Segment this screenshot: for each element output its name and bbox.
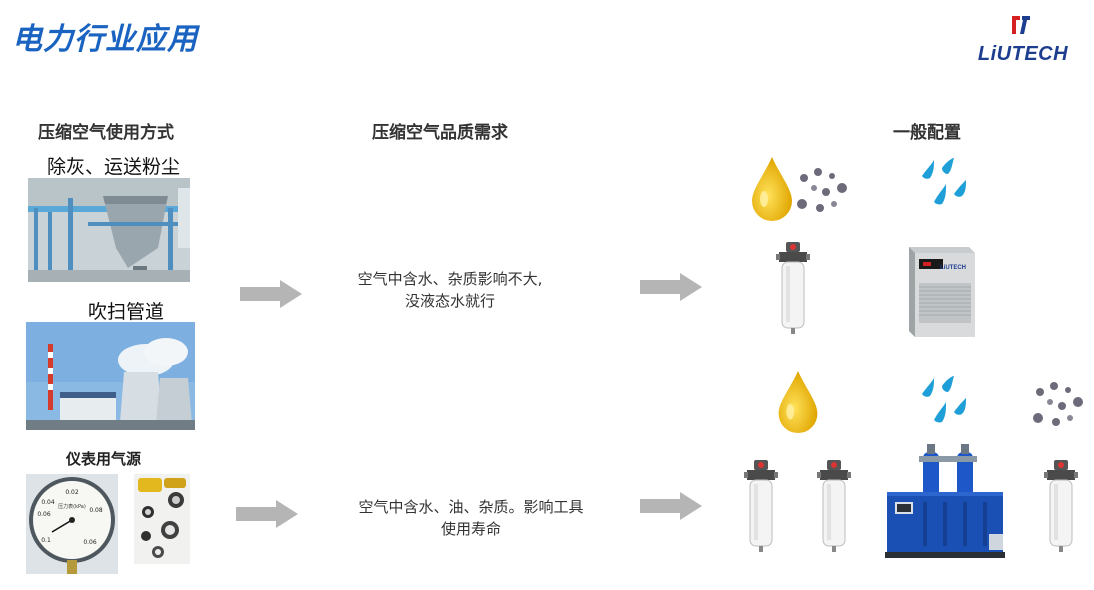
usage-label-ash: 除灰、运送粉尘 [47,156,181,178]
column-heading-usage: 压缩空气使用方式 [38,123,174,143]
water-drops-icon [922,376,966,423]
water-drops-icon [922,158,966,205]
desiccant-dryer-icon [885,444,1005,558]
logo-text: LiUTECH [977,43,1069,65]
gauge-tick-3: 0.06 [37,511,51,518]
requirement-2-line2: 使用寿命 [440,520,501,538]
particles-icon [1033,382,1083,426]
gauge-tick-4: 0.08 [89,507,103,514]
gauge-tick-2: 0.04 [41,499,55,506]
requirement-1-line2: 没液态水就行 [404,292,495,310]
requirement-1: 空气中含水、杂质影响不大, 没液态水就行 [330,268,570,312]
line-filter-icon [776,242,810,334]
refrigerated-dryer-icon: LiUTECH [909,247,975,337]
arrow-right-icon [236,500,298,528]
gauge-tick-1: 0.02 [65,489,79,496]
ash-handling-photo [28,178,190,282]
logo-mark-icon [1012,16,1030,34]
page-title: 电力行业应用 [12,22,198,57]
usage-label-instrument: 仪表用气源 [66,450,142,468]
particles-icon [797,168,847,212]
column-heading-quality: 压缩空气品质需求 [372,123,508,143]
arrow-right-icon [640,273,702,301]
requirement-2-line1: 空气中含水、油、杂质。影响工具 [358,498,584,516]
arrow-right-icon [240,280,302,308]
line-filter-icon [817,460,851,552]
power-plant-photo [26,322,195,430]
oil-drop-icon [778,370,818,434]
pressure-gauge-photo: 0.02 0.04 0.06 0.08 0.1 0.06 压力表(kPa) [26,474,118,574]
pneumatic-parts-photo [134,474,190,564]
gauge-tick-6: 0.06 [83,539,97,546]
usage-label-purge: 吹扫管道 [88,301,165,323]
requirement-1-line1: 空气中含水、杂质影响不大, [357,270,543,288]
line-filter-icon [1044,460,1078,552]
line-filter-icon [744,460,778,552]
oil-drop-icon [752,157,792,221]
gauge-unit-label: 压力表(kPa) [58,503,86,510]
column-heading-config: 一般配置 [893,123,961,143]
dryer-brand-label: LiUTECH [940,265,966,271]
gauge-tick-5: 0.1 [41,537,51,544]
arrow-right-icon [640,492,702,520]
brand-logo: LiUTECH [968,14,1078,66]
requirement-2: 空气中含水、油、杂质。影响工具 使用寿命 [326,496,616,540]
